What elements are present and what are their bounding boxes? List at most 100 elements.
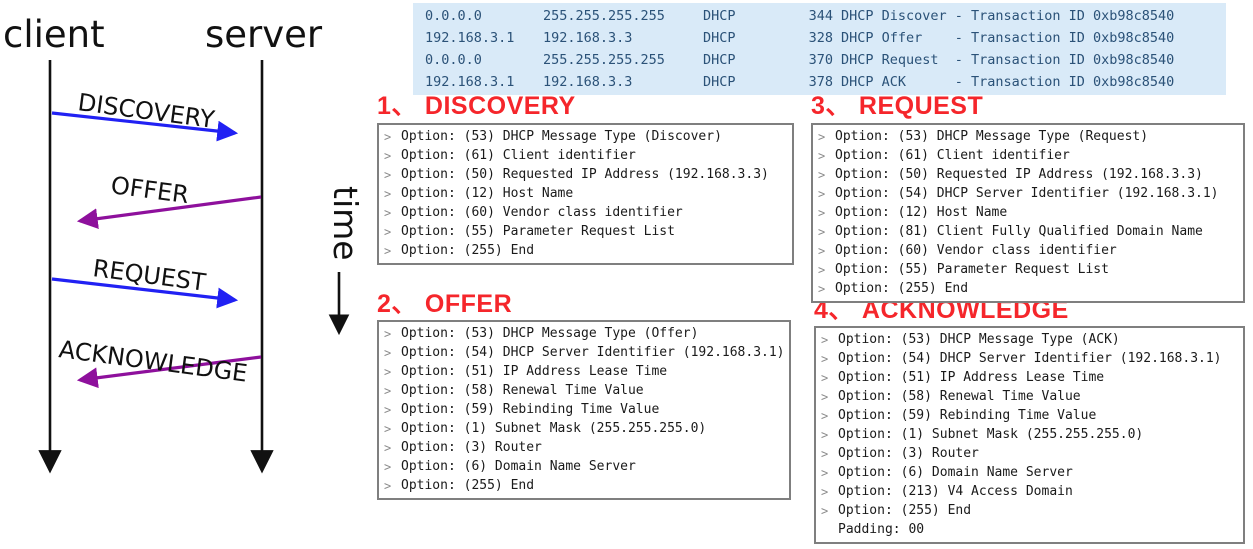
- option-row[interactable]: >Option: (1) Subnet Mask (255.255.255.0): [379, 419, 789, 438]
- option-row[interactable]: > Option: (54) DHCP Server Identifier (19…: [816, 349, 1243, 368]
- expand-chevron-icon[interactable]: >: [384, 345, 392, 360]
- expand-chevron-icon[interactable]: >: [818, 281, 826, 296]
- option-row[interactable]: >Option: (54) DHCP Server Identifier (19…: [813, 184, 1243, 203]
- packet-length: 328: [808, 30, 833, 46]
- heading-title: REQUEST: [858, 92, 984, 120]
- option-text: Option: (61) Client identifier: [835, 148, 1070, 163]
- option-row[interactable]: >Option: (6) Domain Name Server: [379, 457, 789, 476]
- option-text: Padding: 00: [838, 522, 925, 537]
- option-text: Option: (54) DHCP Server Identifier (192…: [838, 351, 1222, 366]
- option-row[interactable]: > Option: (51) IP Address Lease Time: [379, 362, 789, 381]
- packet-destination: 255.255.255.255: [543, 8, 665, 24]
- expand-chevron-icon[interactable]: >: [821, 427, 829, 442]
- expand-chevron-icon[interactable]: >: [821, 370, 829, 385]
- request-heading: 3、REQUEST: [811, 92, 983, 120]
- expand-chevron-icon[interactable]: >: [821, 503, 829, 518]
- expand-chevron-icon[interactable]: >: [821, 332, 829, 347]
- option-row[interactable]: >Option: (59) Rebinding Time Value: [816, 406, 1243, 425]
- option-row[interactable]: > Option: (255) End: [379, 476, 789, 495]
- expand-chevron-icon[interactable]: >: [818, 205, 826, 220]
- expand-chevron-icon[interactable]: >: [821, 446, 829, 461]
- option-text: Option: (6) Domain Name Server: [838, 465, 1073, 480]
- expand-chevron-icon[interactable]: >: [384, 243, 392, 258]
- option-row[interactable]: >Option: (58) Renewal Time Value: [379, 381, 789, 400]
- option-row[interactable]: >Option: (81) Client Fully Qualified Dom…: [813, 222, 1243, 241]
- expand-chevron-icon[interactable]: >: [384, 186, 392, 201]
- packet-source: 192.168.3.1: [425, 74, 515, 90]
- option-row[interactable]: >Option: (255) End: [816, 501, 1243, 520]
- expand-chevron-icon[interactable]: >: [384, 224, 392, 239]
- packet-source: 0.0.0.0: [425, 8, 482, 24]
- option-row[interactable]: >Option: (255) End: [379, 241, 792, 260]
- expand-chevron-icon[interactable]: >: [384, 129, 392, 144]
- discovery-arrow: [51, 111, 239, 142]
- option-row[interactable]: >Option: (1) Subnet Mask (255.255.255.0): [816, 425, 1243, 444]
- option-row[interactable]: >Option: (51) IP Address Lease Time: [816, 368, 1243, 387]
- expand-chevron-icon[interactable]: >: [818, 167, 826, 182]
- option-row[interactable]: >Option: (12) Host Name: [379, 184, 792, 203]
- packet-length: 344: [808, 8, 833, 24]
- expand-chevron-icon[interactable]: >: [821, 465, 829, 480]
- heading-title: DISCOVERY: [424, 92, 576, 120]
- packet-protocol: DHCP: [703, 8, 736, 24]
- option-text: Option: (255) End: [401, 478, 535, 493]
- option-text: Option: (55) Parameter Request List: [401, 224, 675, 239]
- expand-chevron-icon[interactable]: >: [818, 148, 826, 163]
- option-row[interactable]: > Option: (53) DHCP Message Type (ACK): [816, 330, 1243, 349]
- expand-chevron-icon[interactable]: >: [818, 243, 826, 258]
- expand-chevron-icon[interactable]: >: [818, 224, 826, 239]
- option-row[interactable]: >Option: (53) DHCP Message Type (Offer): [379, 324, 789, 343]
- option-row[interactable]: >Option: (213) V4 Access Domain: [816, 482, 1243, 501]
- expand-chevron-icon[interactable]: >: [821, 389, 829, 404]
- expand-chevron-icon[interactable]: >: [384, 421, 392, 436]
- option-row[interactable]: > Option: (58) Renewal Time Value: [816, 387, 1243, 406]
- expand-chevron-icon[interactable]: >: [384, 383, 392, 398]
- expand-chevron-icon[interactable]: >: [384, 364, 392, 379]
- expand-chevron-icon[interactable]: >: [384, 326, 392, 341]
- option-text: Option: (12) Host Name: [835, 205, 1008, 220]
- option-row[interactable]: >Option: (53) DHCP Message Type (Request…: [813, 127, 1243, 146]
- expand-chevron-icon[interactable]: >: [384, 459, 392, 474]
- option-row[interactable]: >Option: (3) Router: [816, 444, 1243, 463]
- expand-chevron-icon[interactable]: >: [384, 167, 392, 182]
- packet-length: 378: [808, 74, 833, 90]
- option-row[interactable]: >Option: (50) Requested IP Address (192.…: [813, 165, 1243, 184]
- option-text: Option: (61) Client identifier: [401, 148, 636, 163]
- expand-chevron-icon[interactable]: >: [821, 351, 829, 366]
- option-row[interactable]: > Option: (61) Client identifier: [379, 146, 792, 165]
- option-row[interactable]: Padding: 00: [816, 520, 1243, 539]
- option-text: Option: (51) IP Address Lease Time: [401, 364, 668, 379]
- expand-chevron-icon[interactable]: >: [384, 402, 392, 417]
- option-row[interactable]: > Option: (255) End: [813, 279, 1243, 298]
- option-row[interactable]: >Option: (53) DHCP Message Type (Discove…: [379, 127, 792, 146]
- option-row[interactable]: >Option: (54) DHCP Server Identifier (19…: [379, 343, 789, 362]
- expand-chevron-icon[interactable]: >: [384, 478, 392, 493]
- option-row[interactable]: >Option: (55) Parameter Request List: [813, 260, 1243, 279]
- option-row[interactable]: > Option: (12) Host Name: [813, 203, 1243, 222]
- expand-chevron-icon[interactable]: >: [818, 262, 826, 277]
- option-row[interactable]: > Option: (61) Client identifier: [813, 146, 1243, 165]
- expand-chevron-icon[interactable]: >: [818, 129, 826, 144]
- option-row[interactable]: >Option: (50) Requested IP Address (192.…: [379, 165, 792, 184]
- option-text: Option: (255) End: [835, 281, 969, 296]
- expand-chevron-icon[interactable]: >: [384, 440, 392, 455]
- option-row[interactable]: >Option: (60) Vendor class identifier: [813, 241, 1243, 260]
- option-text: Option: (58) Renewal Time Value: [838, 389, 1081, 404]
- expand-chevron-icon[interactable]: >: [384, 205, 392, 220]
- option-text: Option: (53) DHCP Message Type (ACK): [838, 332, 1120, 347]
- expand-chevron-icon[interactable]: >: [384, 148, 392, 163]
- option-row[interactable]: >Option: (59) Rebinding Time Value: [379, 400, 789, 419]
- packet-info: DHCP Request - Transaction ID 0xb98c8540: [841, 52, 1175, 68]
- expand-chevron-icon[interactable]: >: [821, 484, 829, 499]
- option-row[interactable]: >Option: (3) Router: [379, 438, 789, 457]
- expand-chevron-icon[interactable]: >: [818, 186, 826, 201]
- option-row[interactable]: > Option: (6) Domain Name Server: [816, 463, 1243, 482]
- option-row[interactable]: > Option: (55) Parameter Request List: [379, 222, 792, 241]
- option-row[interactable]: >Option: (60) Vendor class identifier: [379, 203, 792, 222]
- expand-chevron-icon[interactable]: >: [821, 408, 829, 423]
- packet-source: 0.0.0.0: [425, 52, 482, 68]
